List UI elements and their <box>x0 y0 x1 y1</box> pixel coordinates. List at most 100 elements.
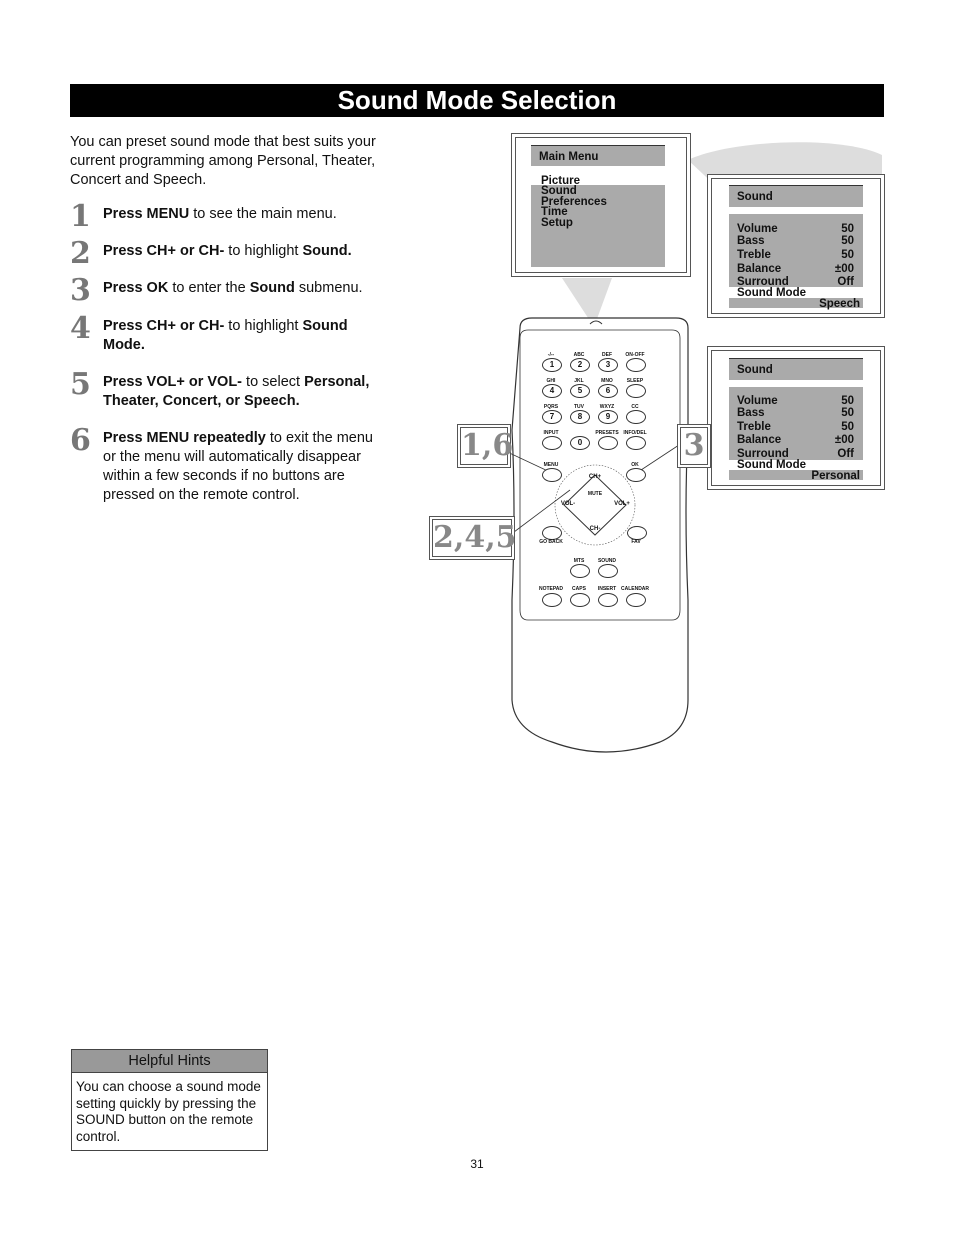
fav-button[interactable] <box>627 526 647 540</box>
step-number: 3 <box>70 273 91 308</box>
sound-row-value: Off <box>837 276 854 288</box>
step-number: 6 <box>70 423 91 458</box>
remote-key[interactable]: 6 <box>598 384 618 398</box>
remote-ir-window <box>589 320 603 325</box>
remote-key[interactable]: 7 <box>542 410 562 424</box>
remote-key-caption: ABC <box>573 352 585 358</box>
ok-key-caption: OK <box>631 462 639 468</box>
sound-row-label: Balance <box>737 263 782 275</box>
helpful-hints-header: Helpful Hints <box>72 1050 267 1073</box>
sound-mode-label: Sound Mode <box>737 287 806 299</box>
sound-caption: SOUND <box>597 558 617 564</box>
remote-key-caption: TUV <box>574 404 584 410</box>
mts-caption: MTS <box>573 558 585 564</box>
sound-menu-header: Sound <box>729 185 863 208</box>
sound-row-label: Volume <box>737 395 778 407</box>
step-emphasis: Sound Mode. <box>103 318 348 353</box>
step-plain: to exit the menu or the menu will automa… <box>103 430 373 503</box>
vol-down-button[interactable]: VOL- <box>560 501 576 507</box>
sound-menu-body <box>729 387 863 460</box>
sound-row-label: Bass <box>737 235 765 247</box>
remote-key[interactable]: 0 <box>570 436 590 450</box>
main-menu-item: Setup <box>541 217 573 229</box>
remote-key[interactable] <box>626 436 646 450</box>
remote-key[interactable]: 5 <box>570 384 590 398</box>
step-emphasis: Sound <box>249 280 295 296</box>
mts-button[interactable] <box>570 564 590 578</box>
sound-menu-screen-personal: Sound Volume 50 Bass 50 Treble 50 Balanc… <box>711 350 881 486</box>
step-plain: to highlight <box>224 318 303 334</box>
remote-key[interactable] <box>626 384 646 398</box>
sound-mode-value: Speech <box>819 298 860 310</box>
callout-step-ok: 3 <box>680 427 708 465</box>
sound-menu-body <box>729 214 863 287</box>
remote-key[interactable]: 3 <box>598 358 618 372</box>
sound-row-label: Bass <box>737 407 765 419</box>
sound-row-value: 50 <box>841 223 854 235</box>
mute-button[interactable]: MUTE <box>587 491 603 497</box>
sound-mode-value-bar <box>729 470 863 480</box>
remote-key-caption: INPUT <box>543 430 559 436</box>
remote-key-caption: INFO/DEL <box>623 430 647 436</box>
remote-panel <box>519 329 681 621</box>
remote-key[interactable]: 8 <box>570 410 590 424</box>
ok-button[interactable] <box>626 468 646 482</box>
remote-key[interactable] <box>626 410 646 424</box>
sound-row-value: 50 <box>841 395 854 407</box>
step-plain: to select <box>242 374 305 390</box>
sound-button[interactable] <box>598 564 618 578</box>
bottom-key[interactable] <box>598 593 618 607</box>
bottom-key[interactable] <box>570 593 590 607</box>
ch-down-button[interactable]: CH- <box>589 526 601 532</box>
remote-key-caption: MNO <box>601 378 613 384</box>
sound-row-label: Treble <box>737 421 771 433</box>
vol-up-button[interactable]: VOL+ <box>614 501 630 507</box>
step-emphasis: Sound. <box>302 243 352 259</box>
step-emphasis: Personal, Theater, Concert, or Speech. <box>103 374 370 409</box>
remote-key[interactable]: 4 <box>542 384 562 398</box>
remote-key[interactable] <box>542 436 562 450</box>
bottom-key[interactable] <box>542 593 562 607</box>
menu-button[interactable] <box>542 468 562 482</box>
bottom-key[interactable] <box>626 593 646 607</box>
menu-key-caption: MENU <box>543 462 559 468</box>
sound-row-label: Surround <box>737 276 789 288</box>
step-text: Press OK to enter the Sound submenu. <box>103 279 388 298</box>
callout-step-nav: 2,4,5 <box>432 519 517 557</box>
intro-text: You can preset sound mode that best suit… <box>70 134 376 188</box>
sound-mode-value-bar <box>729 298 863 308</box>
step-number: 4 <box>70 311 91 346</box>
dpad-outline <box>563 474 627 536</box>
remote-key[interactable] <box>626 358 646 372</box>
remote-key-caption: CC <box>631 404 639 410</box>
main-menu-screen: Main Menu Picture Sound Preferences Time… <box>515 137 687 273</box>
remote-key[interactable]: 9 <box>598 410 618 424</box>
ch-up-button[interactable]: CH+ <box>588 474 602 480</box>
step-text: Press CH+ or CH- to highlight Sound. <box>103 242 388 261</box>
sound-row-value: 50 <box>841 249 854 261</box>
remote-illustration: Main Menu Picture Sound Preferences Time… <box>420 130 900 770</box>
bottom-key-caption: NOTEPAD <box>538 586 564 592</box>
remote-key[interactable]: 2 <box>570 358 590 372</box>
go-back-button[interactable] <box>542 526 562 540</box>
step-emphasis: Press MENU <box>103 206 190 222</box>
remote-key-caption: PRESETS <box>595 430 619 436</box>
remote-key-caption: GHI <box>546 378 556 384</box>
sound-row-label: Balance <box>737 434 782 446</box>
remote-key[interactable] <box>598 436 618 450</box>
step-number: 5 <box>70 367 91 402</box>
main-menu-highlight <box>531 185 665 267</box>
helpful-hints-box: Helpful Hints You can choose a sound mod… <box>71 1049 268 1151</box>
step-plain: to enter the <box>168 280 250 296</box>
callout-line-ok <box>637 442 683 473</box>
bottom-key-caption: CALENDAR <box>620 586 650 592</box>
main-menu-item: Time <box>541 206 568 218</box>
remote-key-caption: PQRS <box>543 404 559 410</box>
remote-key-caption: JKL <box>574 378 584 384</box>
remote-key[interactable]: 1 <box>542 358 562 372</box>
sound-mode-value: Personal <box>811 470 860 482</box>
remote-body <box>511 317 689 753</box>
fav-caption: FAV <box>631 539 641 545</box>
sound-row-label: Volume <box>737 223 778 235</box>
dpad-ring <box>554 464 636 546</box>
